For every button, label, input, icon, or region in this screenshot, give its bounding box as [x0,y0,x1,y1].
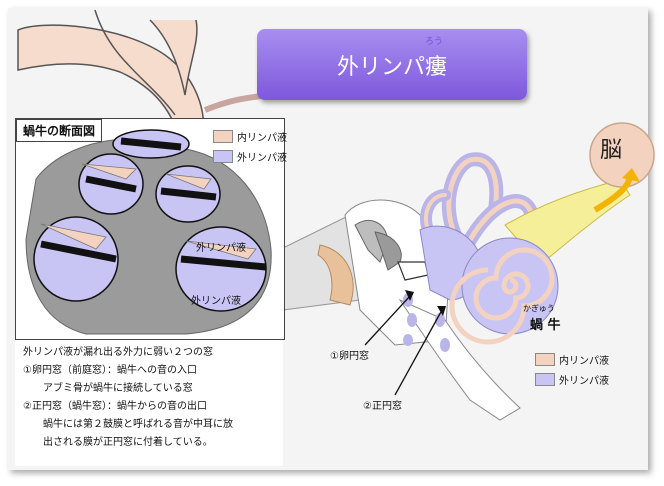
round-window-pointer [394,309,443,396]
description-line: 蝸牛には第２鼓膜と呼ばれる音が中耳に放 [43,419,233,430]
endolymph-swatch [213,129,233,143]
inset-legend: 内リンパ液 外リンパ液 [213,126,287,166]
eardrum [317,244,354,306]
perilymph-label-2: 外リンパ液 [191,296,241,307]
legend-perilymph-label: 外リンパ液 [237,152,287,164]
perilymph-swatch [213,149,233,163]
description-line: アブミ骨が蝸牛に接続している窓 [43,383,193,394]
cochlea-label: 蝸 牛 [530,318,561,333]
title-banner: 外リンパ瘻 [257,29,527,100]
perilymph-swatch [535,372,555,386]
brain-label: 脳 [600,138,623,163]
description-line: ②正円窓（蝸牛窓）：蝸牛からの音の出口 [23,401,207,412]
legend-perilymph: 外リンパ液 [213,146,287,166]
cochlea-ruby: かぎゅう [523,304,555,313]
title-ruby: ろう [425,37,444,47]
main-legend: 内リンパ液 外リンパ液 [535,349,609,389]
cross-section-label: 蝸牛の断面図 [16,119,103,142]
description-line: 出される膜が正円窓に付着している。 [43,437,213,448]
cochlea [449,237,559,345]
legend-perilymph: 外リンパ液 [535,369,609,389]
description-box: 外リンパ液が漏れ出る外力に弱い２つの窓 ①卵円窓（前庭窓）：蝸牛への音の入口 ア… [15,340,283,466]
legend-endolymph: 内リンパ液 [213,126,287,146]
legend-endolymph-label: 内リンパ液 [237,132,287,144]
eustachian-tube [398,298,521,421]
legend-endolymph-label: 内リンパ液 [559,355,609,367]
description-line: ①卵円窓（前庭窓）：蝸牛への音の入口 [23,365,197,376]
cross-section-illustration [16,119,284,339]
oval-window-label: ①卵円窓 [330,351,369,362]
perilymph-label-1: 外リンパ液 [196,243,246,254]
description-line: 外リンパ液が漏れ出る外力に弱い２つの窓 [23,347,213,358]
legend-perilymph-label: 外リンパ液 [559,375,609,387]
endolymph-swatch [535,352,555,366]
title-text: 外リンパ瘻 [336,55,447,80]
legend-endolymph: 内リンパ液 [535,349,609,369]
round-window-label: ②正円窓 [363,401,402,412]
oval-window-pointer [364,295,411,346]
arrowhead-icon [622,168,640,182]
cochlea-cross-section: 蝸牛の断面図 外リンパ液 外リンパ液 [15,118,285,340]
